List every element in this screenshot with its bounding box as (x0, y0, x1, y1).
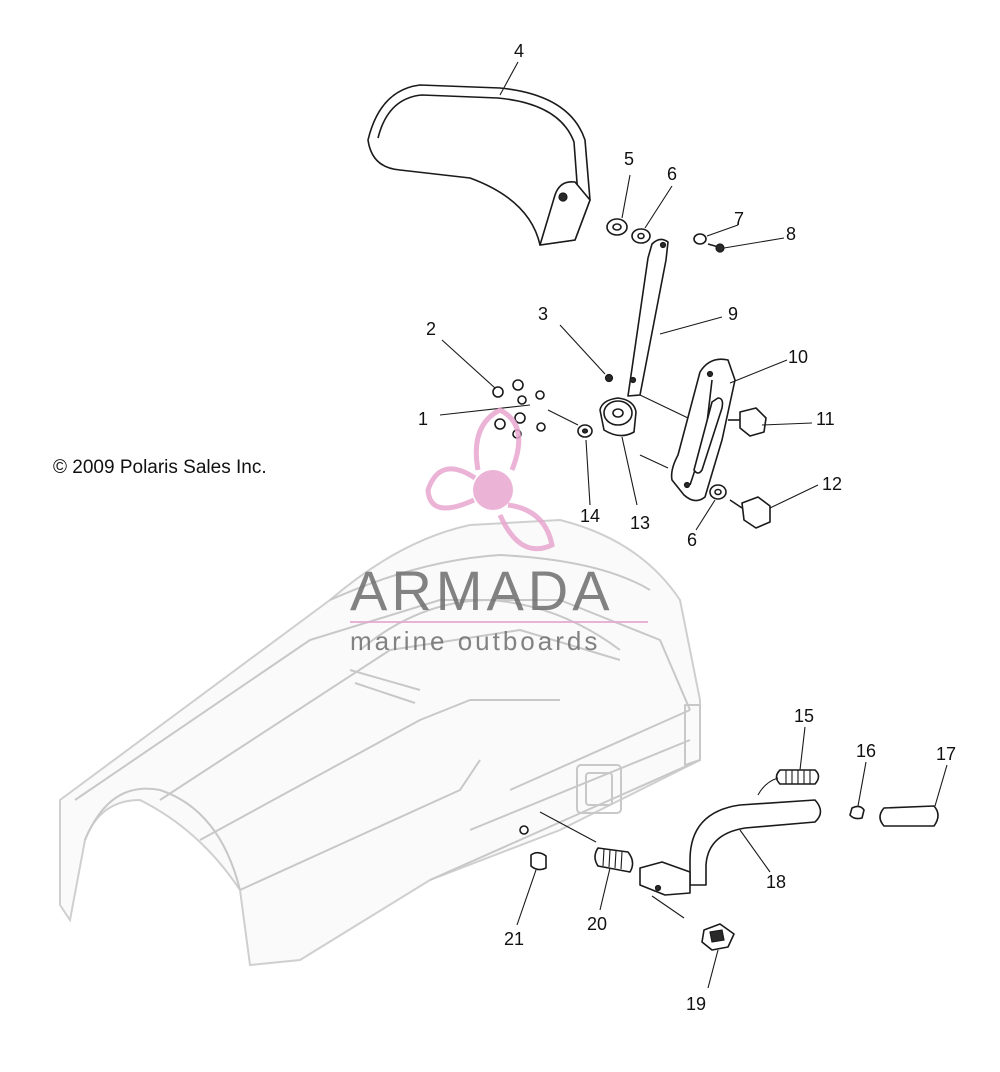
watermark-logo: ARMADA marine outboards (350, 407, 648, 656)
washer-6-lower (709, 484, 727, 500)
washer-7 (693, 233, 707, 245)
rubber-bumper (599, 397, 637, 437)
callout-label: 12 (822, 474, 842, 494)
nut-14 (577, 424, 593, 438)
callout-label: 14 (580, 506, 600, 526)
callout-label: 19 (686, 994, 706, 1014)
small-nut-3 (604, 373, 614, 383)
mount-block (639, 861, 691, 896)
callout-label: 21 (504, 929, 524, 949)
callout-label: 5 (624, 149, 634, 169)
cap-16 (849, 805, 865, 820)
callout-label: 20 (587, 914, 607, 934)
callout-label: 8 (786, 224, 796, 244)
propeller-blade-right-icon (497, 502, 555, 552)
callout-label: 10 (788, 347, 808, 367)
callout-label: 1 (418, 409, 428, 429)
watermark-title: ARMADA (350, 559, 614, 622)
propeller-blade-left-icon (425, 466, 477, 511)
callout-label: 2 (426, 319, 436, 339)
callout-label: 15 (794, 706, 814, 726)
propeller-hub-icon (473, 470, 513, 510)
copyright-notice: © 2009 Polaris Sales Inc. (53, 457, 267, 478)
callout-label: 3 (538, 304, 548, 324)
callout-label: 17 (936, 744, 956, 764)
callout-label: 9 (728, 304, 738, 324)
grommet-21 (519, 825, 547, 871)
washer-5 (606, 218, 628, 236)
callout-label: 7 (734, 209, 744, 229)
fasteners-group (492, 379, 546, 439)
callout-label: 4 (514, 41, 524, 61)
washer-6-upper (631, 228, 651, 244)
handle-bar-18 (689, 799, 822, 886)
watermark-subtitle: marine outboards (350, 626, 600, 656)
backrest-pad (367, 84, 591, 246)
bolt-8 (707, 243, 725, 253)
callout-labels: 4 5 6 7 8 3 9 2 1 10 11 14 13 12 6 15 16… (418, 41, 956, 1014)
callout-label: 6 (667, 164, 677, 184)
callout-label: 11 (816, 409, 835, 429)
spring-15 (757, 769, 820, 796)
support-arm (627, 238, 669, 397)
seat-outline (59, 518, 701, 967)
bracket-plate (670, 358, 736, 502)
callout-label: 13 (630, 513, 650, 533)
knob-12 (729, 496, 771, 529)
shaft-20 (594, 847, 634, 873)
knob-11 (728, 407, 767, 437)
propeller-blade-top-icon (473, 407, 522, 471)
knob-19 (701, 923, 735, 951)
callout-label: 18 (766, 872, 786, 892)
leader-lines (439, 61, 948, 989)
grip-17 (879, 805, 939, 827)
callout-label: 6 (687, 530, 697, 550)
callout-label: 16 (856, 741, 876, 761)
